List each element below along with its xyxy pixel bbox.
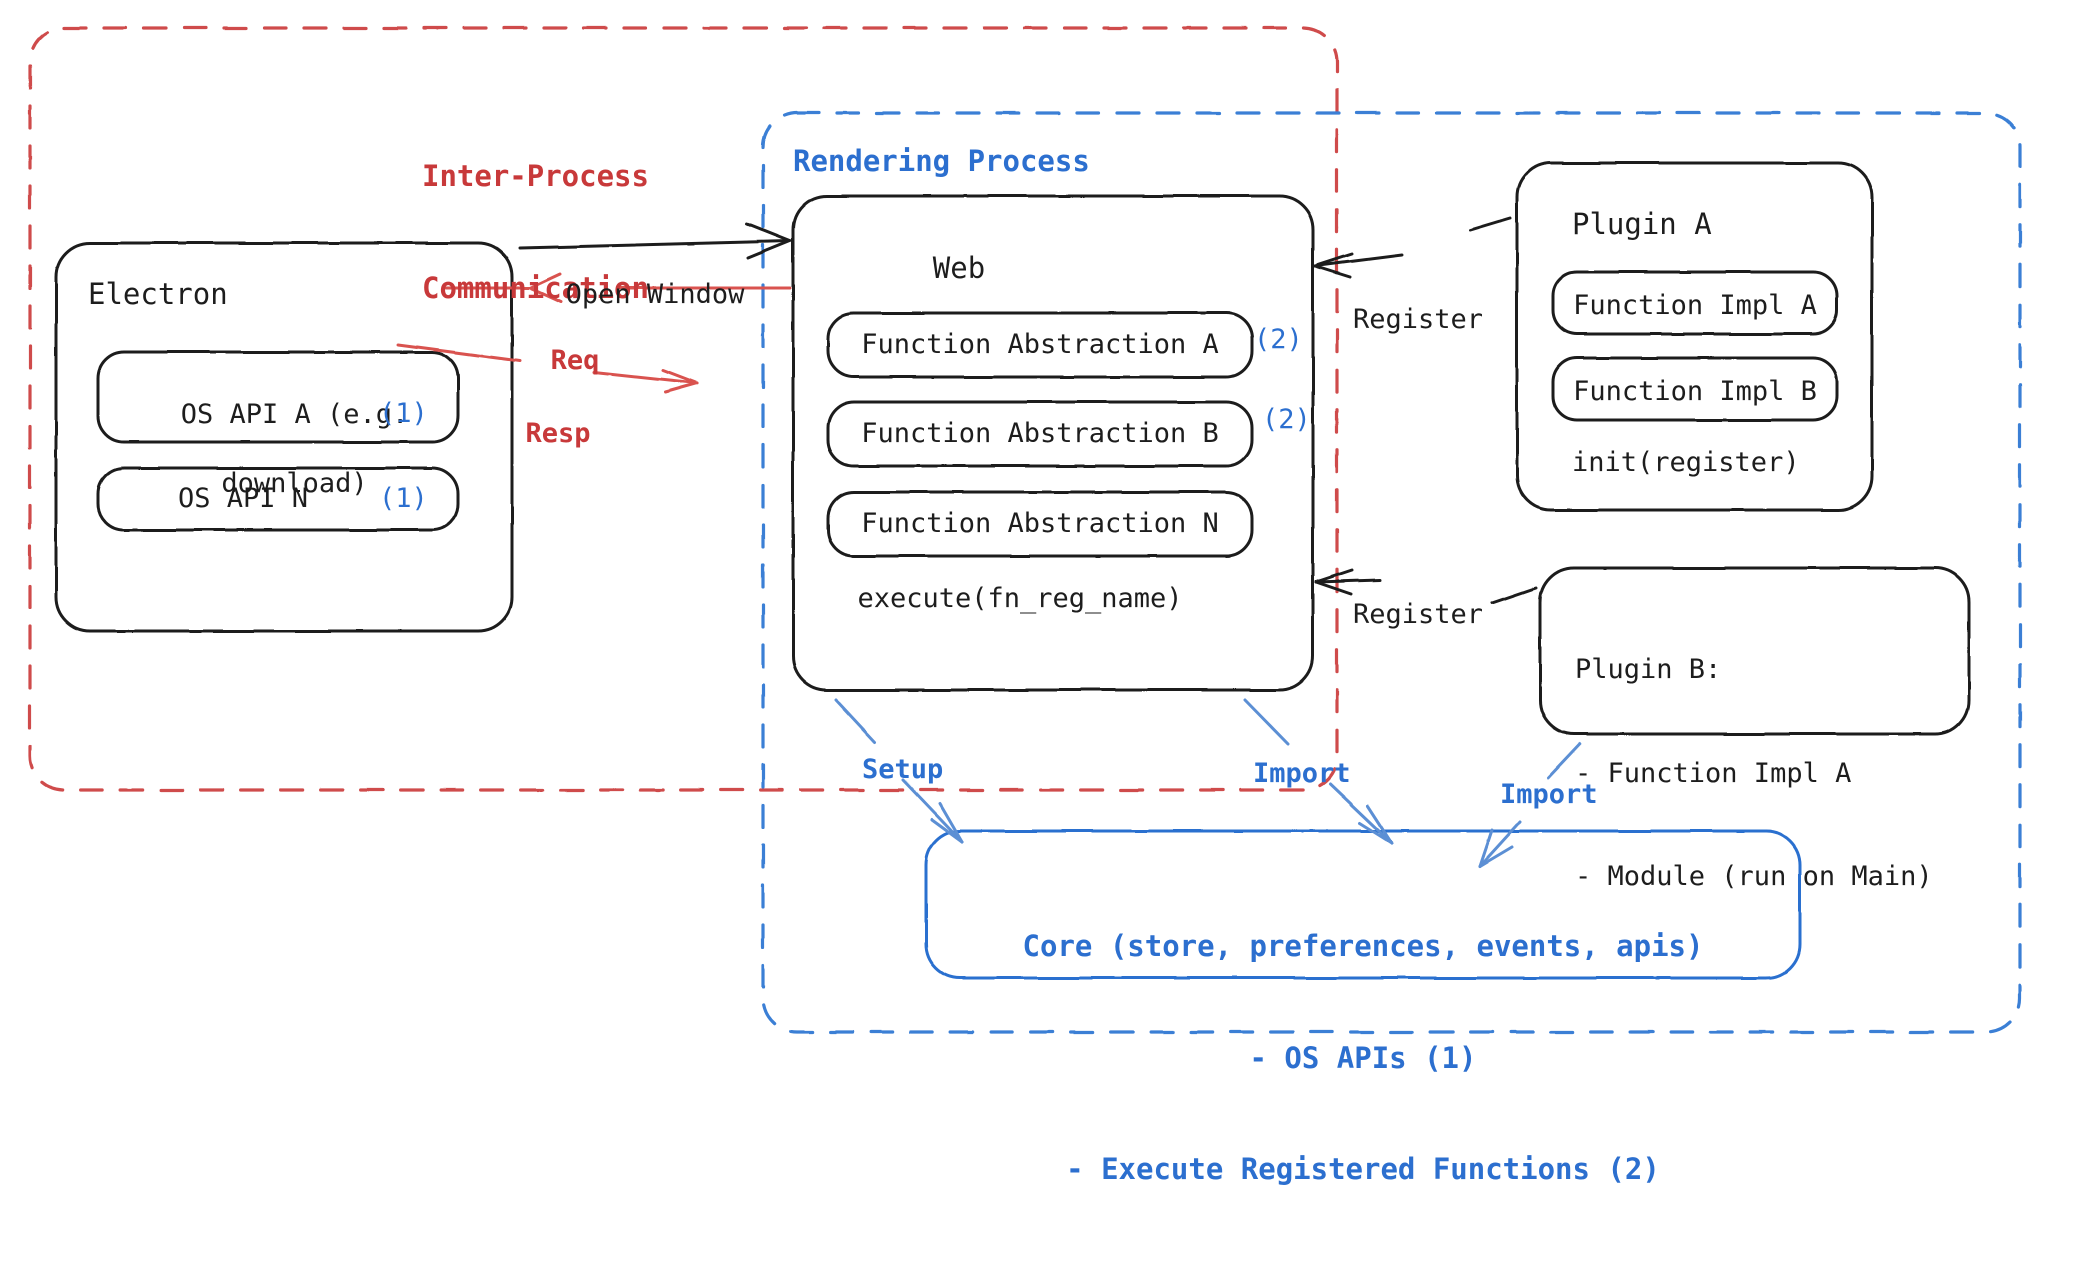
edge-label-open-window: Open Window bbox=[565, 279, 745, 310]
node-plugin-b-title: Plugin B: bbox=[1575, 654, 1722, 686]
node-fn-abs-n-box bbox=[826, 490, 1254, 558]
group-label-ipc: Inter-Process Communication bbox=[422, 84, 649, 381]
group-label-ipc-line1: Inter-Process bbox=[422, 159, 649, 194]
node-os-api-n-box bbox=[96, 466, 460, 532]
edge-register-a bbox=[1313, 216, 1512, 279]
edge-label-register-b: Register bbox=[1353, 599, 1484, 630]
node-fn-impl-b-label: Function Impl B bbox=[1573, 376, 1817, 407]
node-fn-abs-b-box bbox=[826, 400, 1254, 468]
node-plugin-a-title: Plugin A bbox=[1572, 207, 1712, 241]
group-rendering-boundary bbox=[761, 111, 2022, 1034]
node-os-api-n-badge: (1) bbox=[379, 483, 428, 514]
node-core-line-0: Core (store, preferences, events, apis) bbox=[1022, 929, 1704, 964]
node-fn-abs-a-badge: (2) bbox=[1254, 324, 1303, 355]
edge-label-resp: Resp bbox=[525, 418, 591, 449]
diagram-vector-layer bbox=[28, 26, 2022, 1034]
node-os-api-a-line2: download) bbox=[221, 467, 368, 499]
group-label-rendering: Rendering Process bbox=[793, 144, 1090, 178]
node-fn-abs-a-box bbox=[826, 311, 1254, 379]
node-plugin-b-body: Plugin B: - Function Impl A - Module (ru… bbox=[1575, 584, 1933, 964]
node-plugin-a-footer: init(register) bbox=[1572, 447, 1800, 478]
node-plugin-b-line-1: - Function Impl A bbox=[1575, 757, 1852, 789]
group-label-ipc-line2: Communication bbox=[422, 270, 649, 305]
edge-import-web bbox=[1243, 698, 1394, 845]
node-web-title: Web bbox=[932, 251, 986, 285]
edge-register-b bbox=[1314, 568, 1538, 605]
edge-setup bbox=[834, 698, 964, 844]
node-fn-abs-n-label: Function Abstraction N bbox=[861, 508, 1219, 539]
node-fn-impl-a-label: Function Impl A bbox=[1573, 290, 1817, 321]
edge-label-setup: Setup bbox=[862, 754, 944, 785]
node-core-line-1: - OS APIs (1) bbox=[1249, 1040, 1477, 1075]
node-fn-abs-b-label: Function Abstraction B bbox=[861, 418, 1219, 449]
node-os-api-a-line1: OS API A (e.g. bbox=[180, 398, 409, 430]
edge-req bbox=[444, 272, 792, 304]
diagram-canvas: Inter-Process Communication Rendering Pr… bbox=[28, 26, 2022, 1186]
node-plugin-a-box bbox=[1515, 161, 1874, 512]
node-plugin-b-line-2: - Module (run on Main) bbox=[1575, 861, 1933, 893]
node-electron-title: Electron bbox=[88, 277, 228, 311]
edge-label-req: Req bbox=[550, 345, 600, 376]
edge-open-window bbox=[518, 222, 792, 260]
edge-import-plugin bbox=[1478, 742, 1582, 868]
edge-label-import-web: Import bbox=[1253, 758, 1351, 789]
node-plugin-b-box bbox=[1538, 566, 1971, 736]
node-os-api-a-label: OS API A (e.g. download) bbox=[116, 363, 409, 536]
node-fn-impl-b-box bbox=[1551, 356, 1839, 422]
node-fn-impl-a-box bbox=[1551, 270, 1839, 336]
node-os-api-a-badge: (1) bbox=[379, 398, 428, 429]
group-ipc-boundary bbox=[28, 26, 1339, 792]
edge-resp bbox=[396, 343, 699, 394]
node-electron-box bbox=[54, 241, 514, 633]
node-fn-abs-b-badge: (2) bbox=[1262, 404, 1311, 435]
node-os-api-a-box bbox=[96, 350, 460, 444]
node-web-box bbox=[791, 194, 1315, 692]
node-os-api-n-label: OS API N bbox=[177, 483, 309, 514]
node-core-line-2: - Execute Registered Functions (2) bbox=[1066, 1151, 1660, 1186]
node-web-footer: execute(fn_reg_name) bbox=[857, 583, 1183, 614]
node-fn-abs-a-label: Function Abstraction A bbox=[861, 329, 1219, 360]
edge-label-import-plugin: Import bbox=[1500, 779, 1598, 810]
edge-label-register-a: Register bbox=[1353, 304, 1484, 335]
node-core-box bbox=[924, 829, 1802, 980]
node-core-body: Core (store, preferences, events, apis) … bbox=[1023, 854, 1704, 1262]
